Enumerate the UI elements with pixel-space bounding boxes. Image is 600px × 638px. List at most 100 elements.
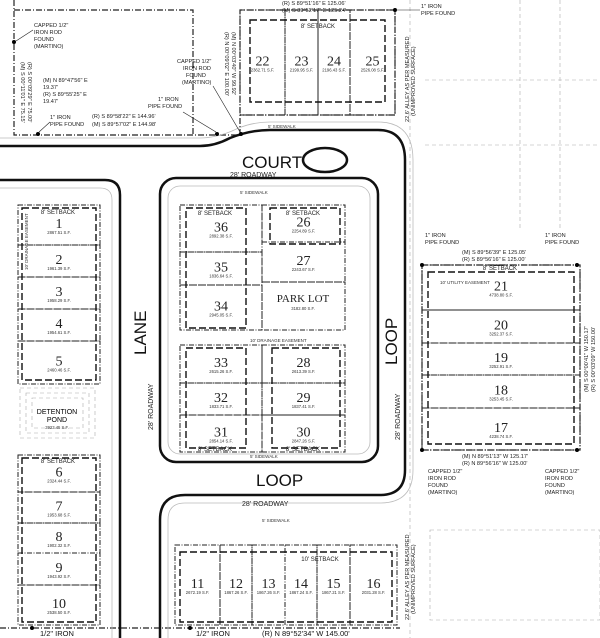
setback-line <box>179 551 393 623</box>
bearing-short-m-dist: 19.37' <box>43 85 58 91</box>
lane-road-inner-edge <box>0 178 122 638</box>
lot-boundary <box>17 340 101 385</box>
lot-number: 12 <box>229 577 243 592</box>
lot-number: 2 <box>56 253 63 268</box>
court-road-outer-edge <box>0 128 407 638</box>
lot-area: 2847.26 S.F. <box>292 439 316 444</box>
lot-area: 3253.45 S.F. <box>489 397 513 402</box>
setback-label: 8' SETBACK <box>198 211 232 217</box>
lot-area: 2460.46 S.F. <box>47 368 71 373</box>
loop-roadway-label-bottom: 28' ROADWAY <box>242 501 289 508</box>
park-lot-area: 3182.80 S.F. <box>291 306 315 311</box>
bearing-right-top-r: (R) S 89°56'16" E 125.00' <box>462 257 526 263</box>
roads <box>0 121 414 638</box>
bearing-right-top-m: (M) S 89°56'39" E 125.05' <box>462 250 526 256</box>
lot-area: 2892.38 S.F. <box>209 234 233 239</box>
lot-number: 22 <box>256 55 270 70</box>
setback-label: 8' SETBACK <box>198 447 232 453</box>
capped-rod-marker <box>12 40 16 44</box>
lot-area: 2945.05 S.F. <box>209 313 233 318</box>
capped-rod-label: (MARTINO) <box>545 490 575 496</box>
iron-pipe-marker <box>393 8 397 12</box>
lot-number: 15 <box>327 577 341 592</box>
bearing-short-r: (R) S 89°55'25" E <box>43 92 87 98</box>
setback-label: 8' SETBACK <box>301 24 335 30</box>
setback-label: 10' SETBACK <box>301 557 339 563</box>
park-lot[interactable]: PARK LOT 3182.80 S.F. <box>261 281 346 331</box>
lot-number: 31 <box>214 426 228 441</box>
park-lot-label: PARK LOT <box>277 293 330 305</box>
lot-area: 1953.68 S.F. <box>47 513 71 518</box>
alley-label: 22.6' ALLEY AS PER MEASURED <box>405 36 411 122</box>
lot-number: 30 <box>297 426 311 441</box>
court-roadway-label: 28' ROADWAY <box>230 172 277 179</box>
lot-number: 6 <box>56 466 63 481</box>
lot-number: 33 <box>214 356 228 371</box>
lot-area: 2243.67 S.F. <box>292 267 316 272</box>
lot-area: 2362.71 S.F. <box>251 68 275 73</box>
capped-rod-label: FOUND <box>545 483 565 489</box>
sidewalk-label: 5' SIDEWALK <box>240 190 268 195</box>
lot-area: 2199.95 S.F. <box>290 68 314 73</box>
alley-label-2: (UNIMPROVED SURFACE) <box>411 544 417 614</box>
sidewalk-label: 5' SIDEWALK <box>250 454 278 459</box>
lot-boundary <box>219 544 253 626</box>
lot-area: 1958.29 S.F. <box>47 298 71 303</box>
lot-area: 3252.91 S.F. <box>489 364 513 369</box>
iron-pipe-label: PIPE FOUND <box>545 240 579 246</box>
bearing-east-r: (R) N 00°09'02" E 100.00' <box>223 32 229 96</box>
iron-pipe-label: PIPE FOUND <box>148 104 182 110</box>
setback-line <box>185 347 247 449</box>
detention-pond[interactable]: DETENTION POND 3923.45 S.F. <box>19 387 96 439</box>
capped-rod-label: FOUND <box>186 73 206 79</box>
iron-pipe-label: 1" IRON <box>545 233 566 239</box>
alley-label: 22.6' ALLEY AS PER MEASURED <box>405 534 411 620</box>
lot-number: 24 <box>327 55 341 70</box>
bearing-right-side-r: (R) S 00°03'09" W 150.00' <box>591 327 597 392</box>
lot-area: 1961.39 S.F. <box>47 266 71 271</box>
lot-boundary <box>421 264 581 311</box>
lot-boundary <box>349 9 396 116</box>
lot-boundary <box>284 9 319 116</box>
lot-number: 20 <box>494 319 508 334</box>
iron-pipe-marker <box>420 263 424 267</box>
iron-pipe-label: PIPE FOUND <box>50 122 84 128</box>
setback-line <box>249 19 386 103</box>
alley-label-2: (UNIMPROVED SURFACE) <box>411 46 417 116</box>
capped-rod-label: CAPPED 1/2" <box>177 59 211 65</box>
capped-rod-label: CAPPED 1/2" <box>428 469 462 475</box>
lot-boundary <box>261 414 346 453</box>
lot-boundary <box>17 584 101 626</box>
lot-area: 1867.21 S.F. <box>322 590 346 595</box>
